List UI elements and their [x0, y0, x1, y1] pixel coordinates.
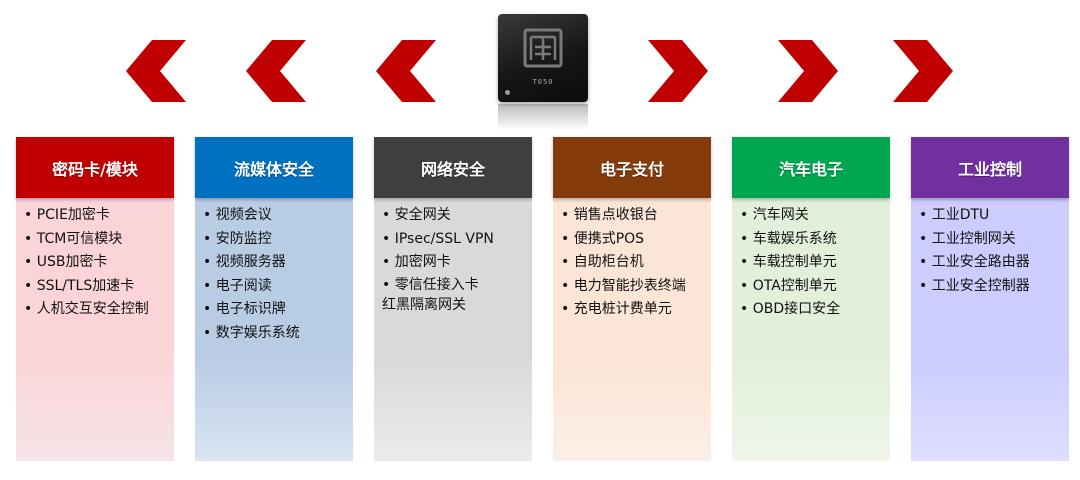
list-item: • SSL/TLS加速卡: [24, 277, 135, 294]
category-column-network: 网络安全 • 安全网关 • IPsec/SSL VPN • 加密网卡 • 零信任…: [374, 137, 532, 461]
list-item: • USB加密卡: [24, 254, 108, 270]
list-item: • 加密网卡: [382, 254, 451, 270]
column-title: 密码卡/模块: [52, 159, 138, 179]
list-item: • 工业DTU: [919, 207, 990, 223]
column-header: 密码卡/模块: [16, 137, 174, 198]
column-header: 汽车电子: [732, 137, 890, 198]
column-title: 电子支付: [599, 159, 664, 179]
chip-marking: T050: [532, 78, 554, 86]
category-column-payment: 电子支付 • 销售点收银台 • 便携式POS • 自助柜台机 • 电力智能抄表终…: [553, 137, 711, 461]
list-item: • 人机交互安全控制: [24, 301, 149, 317]
list-item: • 零信任接入卡 红黑隔离网关: [382, 276, 479, 313]
chevron-right-icon: [893, 40, 953, 102]
column-header: 工业控制: [911, 137, 1069, 198]
list-item: • 电力智能抄表终端: [561, 277, 686, 294]
column-title: 流媒体安全: [233, 159, 314, 179]
list-item: • 自助柜台机: [561, 254, 644, 270]
list-item: • 电子标识牌: [203, 301, 286, 317]
chevron-left-icon: [126, 40, 186, 102]
column-header: 电子支付: [553, 137, 711, 198]
column-body: • 工业DTU • 工业控制网关 • 工业安全路由器 • 工业安全控制器: [911, 198, 1069, 461]
list-item: • 数字娱乐系统: [203, 324, 300, 341]
list-item: • 工业安全控制器: [919, 277, 1030, 294]
list-item: • 安全网关: [382, 207, 451, 223]
category-column-streaming: 流媒体安全 • 视频会议 • 安防监控 • 视频服务器 • 电子阅读 • 电子标…: [195, 137, 353, 461]
list-item: • OBD接口安全: [740, 301, 841, 317]
column-body: • 汽车网关 • 车载娱乐系统 • 车载控制单元 • OTA控制单元 • OBD…: [732, 198, 890, 461]
chip-icon: [523, 28, 563, 68]
chevron-left-icon: [246, 40, 306, 102]
column-body: • 安全网关 • IPsec/SSL VPN • 加密网卡 • 零信任接入卡 红…: [374, 198, 532, 461]
list-item: • OTA控制单元: [740, 277, 837, 294]
list-item: • 销售点收银台: [561, 207, 658, 223]
chevron-right-icon: [648, 40, 708, 102]
column-body: • PCIE加密卡 • TCM可信模块 • USB加密卡 • SSL/TLS加速…: [16, 198, 174, 461]
list-item: • 视频服务器: [203, 254, 286, 270]
list-item: • 工业控制网关: [919, 230, 1016, 247]
list-item: • PCIE加密卡: [24, 207, 110, 223]
column-body: • 视频会议 • 安防监控 • 视频服务器 • 电子阅读 • 电子标识牌 • 数…: [195, 198, 353, 461]
list-item: • TCM可信模块: [24, 230, 123, 247]
chevron-right-icon: [778, 40, 838, 102]
chip-image: T050: [498, 14, 588, 102]
list-item: • 汽车网关: [740, 207, 809, 223]
column-header: 流媒体安全: [195, 137, 353, 198]
chevron-left-icon: [376, 40, 436, 102]
column-title: 工业控制: [957, 159, 1022, 179]
list-item: • 充电桩计费单元: [561, 301, 672, 317]
category-column-automotive: 汽车电子 • 汽车网关 • 车载娱乐系统 • 车载控制单元 • OTA控制单元 …: [732, 137, 890, 461]
list-item: • 电子阅读: [203, 277, 272, 294]
column-title: 网络安全: [420, 159, 485, 179]
list-item: • 视频会议: [203, 207, 272, 223]
category-column-crypto: 密码卡/模块 • PCIE加密卡 • TCM可信模块 • USB加密卡 • SS…: [16, 137, 174, 461]
chip-reflection: [498, 104, 588, 130]
list-item: • 工业安全路由器: [919, 254, 1030, 270]
category-column-industrial: 工业控制 • 工业DTU • 工业控制网关 • 工业安全路由器 • 工业安全控制…: [911, 137, 1069, 461]
column-header: 网络安全: [374, 137, 532, 198]
column-title: 汽车电子: [778, 159, 843, 179]
list-item: • 便携式POS: [561, 230, 645, 247]
list-item: • 车载控制单元: [740, 254, 837, 270]
list-item: • 车载娱乐系统: [740, 230, 837, 247]
list-item: • 安防监控: [203, 230, 272, 247]
column-body: • 销售点收银台 • 便携式POS • 自助柜台机 • 电力智能抄表终端 • 充…: [553, 198, 711, 461]
list-item: • IPsec/SSL VPN: [382, 230, 494, 247]
chip-pin-dot: [505, 90, 510, 95]
